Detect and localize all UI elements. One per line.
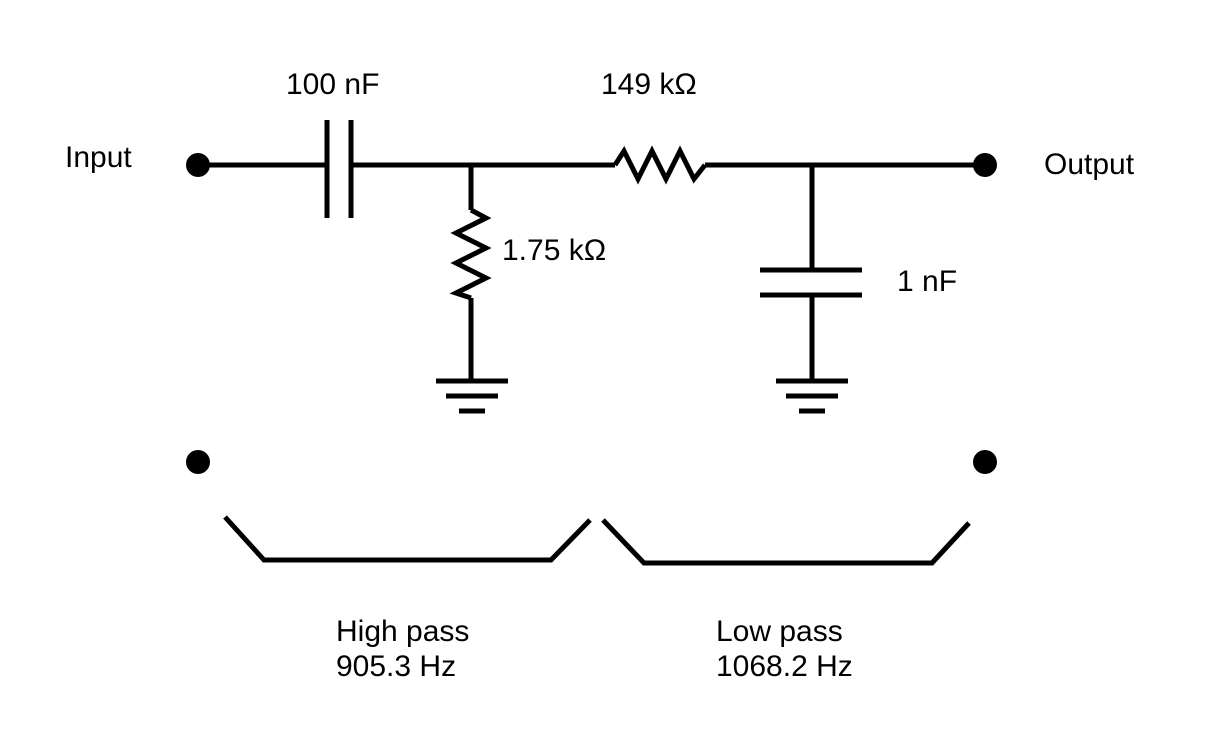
input-terminal bbox=[186, 153, 210, 177]
series-resistor bbox=[612, 145, 707, 185]
low-pass-bracket bbox=[601, 518, 971, 566]
ground-symbol-left bbox=[436, 378, 508, 414]
shunt-resistor bbox=[449, 165, 492, 380]
shunt-capacitor-label: 1 nF bbox=[897, 265, 957, 298]
high-pass-name: High pass bbox=[336, 615, 469, 648]
series-capacitor bbox=[324, 120, 354, 218]
series-capacitor-label: 100 nF bbox=[286, 68, 379, 101]
shunt-resistor-label: 1.75 kΩ bbox=[502, 234, 606, 267]
output-terminal bbox=[973, 153, 997, 177]
input-label: Input bbox=[65, 141, 132, 174]
output-label: Output bbox=[1044, 148, 1135, 181]
low-pass-name: Low pass bbox=[716, 615, 843, 648]
marker-dot-right bbox=[973, 450, 997, 474]
marker-dot-left bbox=[186, 450, 210, 474]
shunt-capacitor bbox=[760, 165, 862, 380]
high-pass-bracket bbox=[223, 515, 592, 563]
low-pass-frequency: 1068.2 Hz bbox=[716, 650, 853, 683]
series-resistor-label: 149 kΩ bbox=[601, 68, 697, 101]
ground-symbol-right bbox=[776, 378, 848, 414]
high-pass-frequency: 905.3 Hz bbox=[336, 650, 456, 683]
